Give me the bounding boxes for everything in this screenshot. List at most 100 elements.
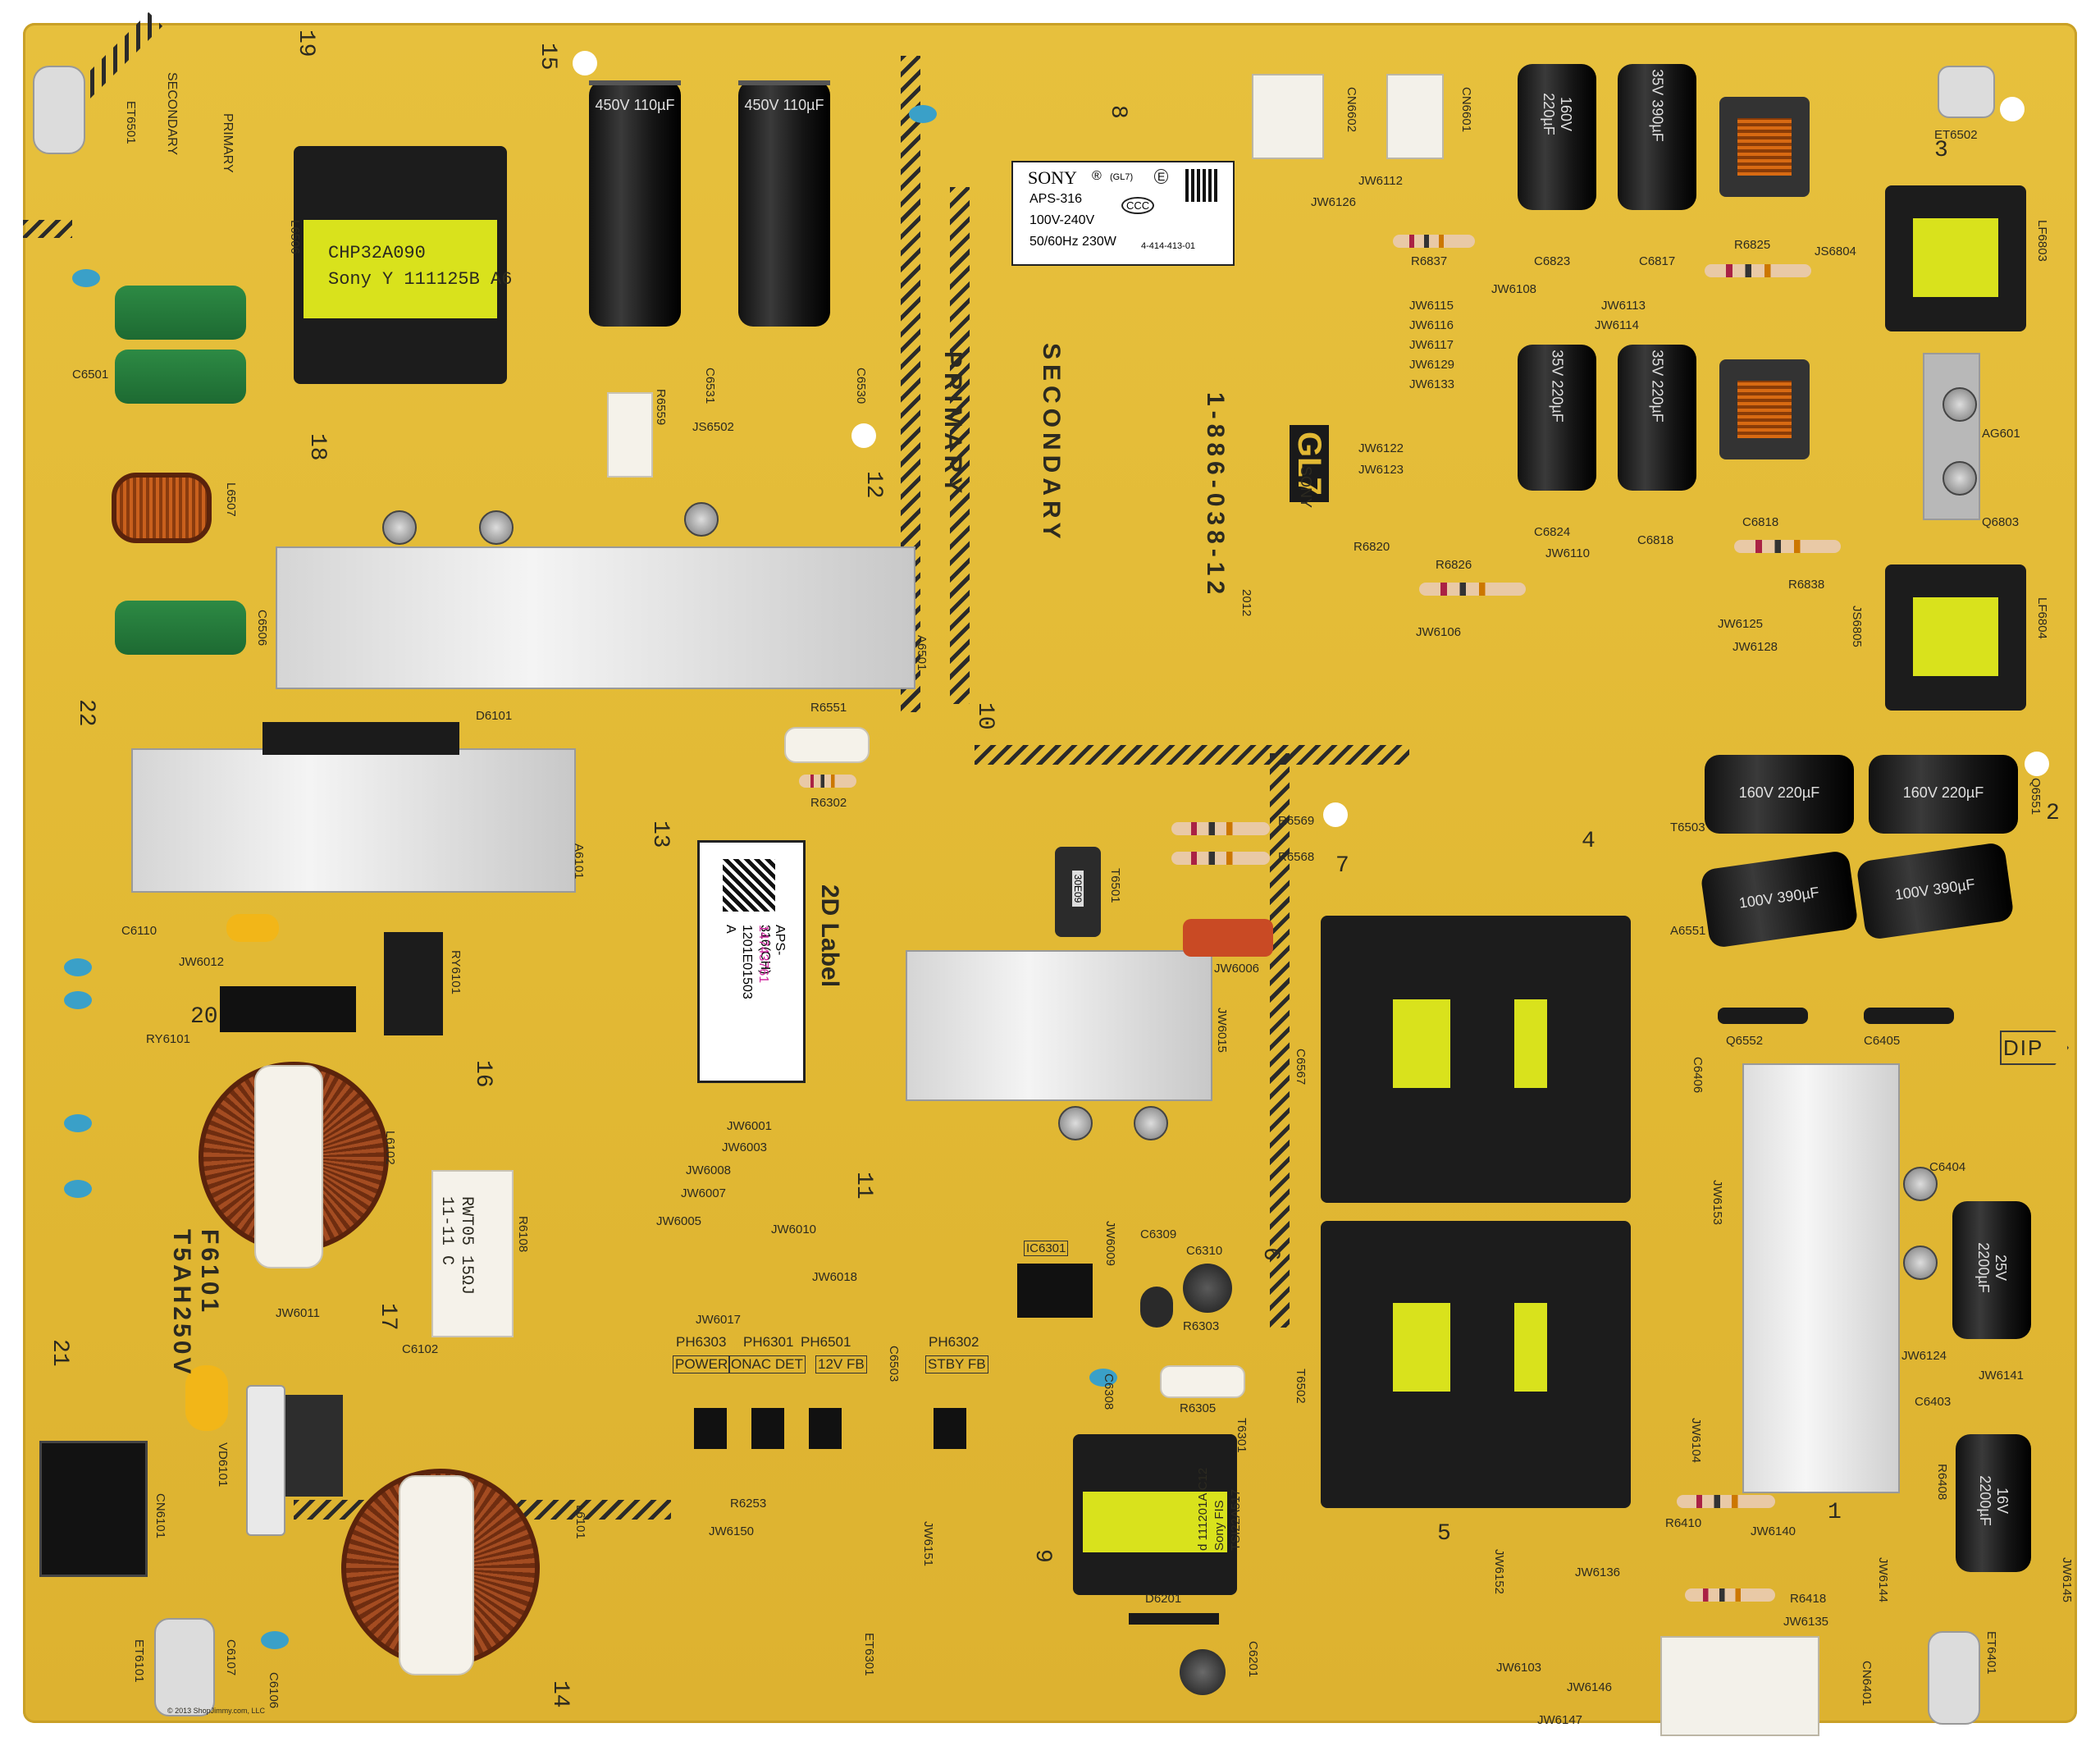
lf6803-filter [1885,185,2026,331]
diode-d6405 [1864,1008,1954,1024]
resistor-r6108 [431,1170,514,1337]
corner-number: 6 [1258,1247,1283,1261]
screw [1058,1106,1093,1140]
winding [1393,1303,1450,1392]
choke-mount [254,1065,323,1268]
winding [1913,597,1998,676]
ref-jw6112: JW6112 [1358,174,1403,188]
ref-jw6135: JW6135 [1783,1615,1829,1629]
ref-cn6602: CN6602 [1344,87,1358,133]
ref-jw6123: JW6123 [1358,463,1404,477]
ref-c6567: JW6006 [1214,962,1260,976]
winding [1514,1303,1547,1392]
ref-c6405: A6551 [1670,924,1706,938]
optocoupler [751,1408,784,1449]
ceramic-capacitor [72,269,100,287]
opto-label-3: 12V FB [815,1355,867,1373]
screw [382,510,417,545]
screw [1942,461,1977,496]
fuse-holder [246,1385,285,1536]
ref-jw6017: JW6017 [696,1313,742,1327]
corner-number: 3 [1934,138,1948,163]
ref-r6838: R6826 [1436,558,1472,572]
2d-label-rev: A [724,925,737,934]
ref-jw6011: JW6011 [276,1306,320,1320]
ref-c6111: RY6101 [146,1032,190,1046]
transformer-text-1: CHP32A090 [328,243,426,263]
screw [1903,1167,1938,1201]
brand-text: SONY [1028,167,1077,188]
capacitor: 35V 390µF [1618,64,1696,210]
capacitor: 16V 2200µF [1956,1434,2031,1572]
lf6804-filter [1885,564,2026,711]
small-trafo-text-1: TSI22A517 [1229,1488,1243,1551]
ref-q6803: AG601 [1982,427,2020,441]
capacitor: 100V 390µF [1700,849,1859,949]
corner-number: 1 [1828,1500,1842,1525]
ref-r6825: R6825 [1734,238,1771,252]
corner-number: 12 [861,471,886,499]
ref-jw6136: JW6136 [1575,1565,1621,1579]
ref-c6106: C6106 [267,1672,281,1709]
diode-d6201 [1129,1613,1219,1625]
ref-a6551: JW6015 [1215,1008,1229,1054]
corner-number: 15 [535,43,560,71]
product-label: SONY ® (GL7) E APS-316 CCC 100V-240V 50/… [1011,161,1235,266]
fuse-rating: T5AH250V [168,1229,195,1378]
ceramic-capacitor [64,958,92,976]
screw [1134,1106,1168,1140]
ref-l6102: L6102 [383,1131,397,1165]
ref-jw6109: R6820 [1354,540,1390,554]
corner-number: 13 [647,820,673,848]
ref-jw6008: JW6008 [686,1163,732,1177]
ccc-mark: CCC [1121,197,1155,214]
resistor-text-2: 11-11 C [437,1196,456,1266]
label-primary-mid: PRIMARY [939,351,966,499]
optocoupler [934,1408,966,1449]
ref-jw6108: JW6108 [1491,282,1537,296]
resistor-r6568 [1171,852,1270,865]
cap-rating: 100V 390µF [1737,884,1820,912]
ref-jw6133: JW6133 [1409,377,1455,391]
ref-r6305: R6305 [1180,1401,1217,1415]
corner-number: 8 [1105,105,1130,119]
mounting-hole [1323,802,1348,827]
capacitor: 100V 390µF [1856,841,2015,941]
ref-jw6003: JW6003 [722,1140,768,1154]
ref-jw6152: JW6152 [1492,1549,1506,1595]
ref-jw6106: R6838 [1788,578,1825,592]
ref-t6501: T6501 [1108,868,1122,903]
ref-jw6146: JW6146 [1567,1680,1613,1694]
ref-t6503: C6567 [1294,1049,1308,1086]
cap-rating: 450V 110µF [744,97,824,113]
corner-number: 20 [190,1004,218,1030]
x-capacitor [115,601,246,655]
ac-input-connector-cn6101 [39,1441,148,1577]
ceramic-capacitor [909,105,937,123]
capacitor: 160V 220µF [1518,64,1596,210]
ref-js6804: JS6804 [1815,245,1856,258]
ref-t6301: T6301 [1235,1418,1249,1453]
ceramic-capacitor [64,1114,92,1132]
capacitor: 25V 2200µF [1952,1201,2031,1339]
resistor-r6559 [607,392,653,478]
ref-c6404: C6404 [1929,1160,1966,1174]
resistor-r6410 [1677,1495,1775,1508]
ref-et6501: ET6501 [124,101,138,144]
ref-et6502: ET6502 [1934,128,1978,142]
ref-js6805: JS6805 [1850,606,1864,647]
part-code-text: 4-414-413-01 [1141,241,1196,251]
bridge-rectifier [262,722,459,755]
corner-number: 5 [1437,1521,1451,1547]
resistor-r6837 [1393,235,1475,248]
ref-jw6001: JW6001 [727,1119,773,1133]
opto-label-2: ONAC DET [728,1355,806,1373]
transformer-label-area [1083,1492,1227,1552]
copyright: © 2013 ShopJimmy.com, LLC [167,1707,266,1715]
dip-arrow [2000,1031,2069,1065]
ceramic-capacitor [1089,1369,1117,1387]
ref-q6804: Q6803 [1982,515,2020,529]
resistor-r6838 [1419,583,1526,596]
transformer-t6502 [1321,1221,1631,1508]
ref-et6101: ET6101 [132,1639,146,1683]
